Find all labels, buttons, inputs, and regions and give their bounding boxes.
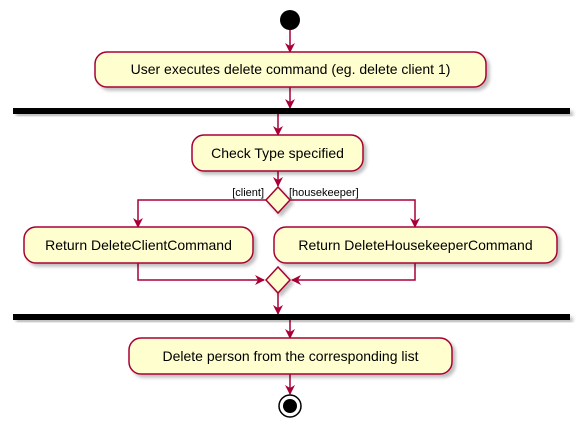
action-return-housekeeper: Return DeleteHousekeeperCommand <box>273 226 558 264</box>
action-delete-person: Delete person from the corresponding lis… <box>128 337 453 375</box>
fork-bar <box>13 108 570 114</box>
edge-decision-to-housekeeper <box>290 199 420 228</box>
edge-client-to-merge <box>137 263 265 285</box>
guard-client: [client] <box>232 187 264 199</box>
edge-decision-to-client <box>133 199 266 228</box>
action-check-type: Check Type specified <box>191 134 364 172</box>
action-return-client-label: Return DeleteClientCommand <box>45 237 232 253</box>
join-bar <box>13 314 570 320</box>
end-node <box>278 394 302 418</box>
edge-housekeeper-to-merge <box>291 263 416 285</box>
guard-housekeeper: [housekeeper] <box>289 187 359 199</box>
merge-node <box>264 265 292 295</box>
action-check-type-label: Check Type specified <box>211 145 344 161</box>
start-node <box>280 10 300 30</box>
decision-node <box>264 185 292 215</box>
connectors <box>133 30 420 395</box>
action-delete-person-label: Delete person from the corresponding lis… <box>162 348 418 364</box>
action-return-housekeeper-label: Return DeleteHousekeeperCommand <box>298 237 532 253</box>
action-return-client: Return DeleteClientCommand <box>23 226 254 264</box>
action-execute-label: User executes delete command (eg. delete… <box>131 61 451 77</box>
action-execute: User executes delete command (eg. delete… <box>94 51 487 88</box>
